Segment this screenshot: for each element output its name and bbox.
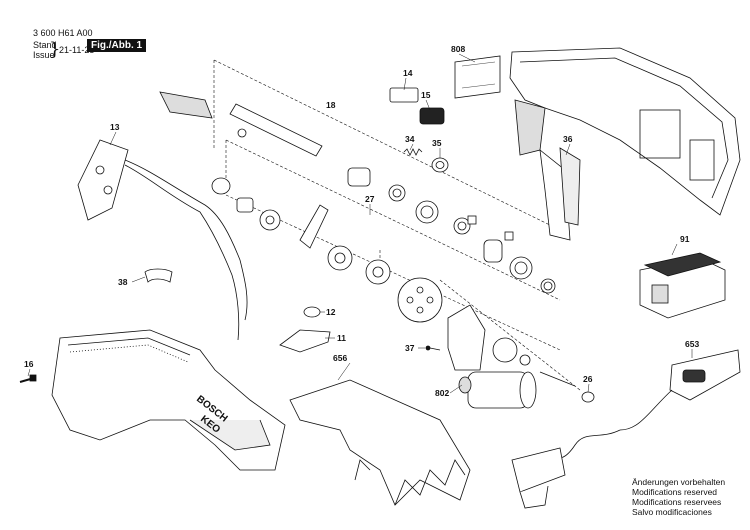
part-label: 26 xyxy=(583,374,593,384)
part-91-battery xyxy=(639,252,726,319)
part-656-guide-shoe xyxy=(289,379,471,506)
part-label: 11 xyxy=(337,333,346,343)
gear-train-upper xyxy=(347,167,556,294)
part-11-bracket xyxy=(279,329,331,353)
part-15-button xyxy=(419,107,445,125)
part-label: 18 xyxy=(326,100,336,110)
part-label: 14 xyxy=(403,68,413,78)
part-label: 36 xyxy=(563,134,573,144)
part-label: 35 xyxy=(432,138,442,148)
part-label: 12 xyxy=(326,307,336,317)
issue-label: Issue xyxy=(33,50,55,60)
gearbox-plate xyxy=(447,304,531,371)
part-label: 656 xyxy=(333,353,347,363)
part-808-label-plate xyxy=(454,55,501,99)
part-label: 34 xyxy=(405,134,415,144)
part-label: 802 xyxy=(435,388,449,398)
part-label: 808 xyxy=(451,44,465,54)
part-38-clip xyxy=(144,268,173,283)
part-37-screw xyxy=(425,345,441,351)
power-adapter xyxy=(511,447,566,509)
part-label: 27 xyxy=(365,194,375,204)
brace-symbol: } xyxy=(49,39,61,60)
part-802-motor xyxy=(458,371,537,409)
main-handle-housing xyxy=(51,329,286,471)
part-12-pin xyxy=(303,306,321,318)
gear-train-middle xyxy=(211,177,443,323)
part-35-bushing xyxy=(431,157,449,173)
part-36-blade-clamp xyxy=(539,147,581,241)
notice-line: Änderungen vorbehalten xyxy=(632,477,726,487)
leader-lines xyxy=(27,53,693,394)
part-label: 37 xyxy=(405,343,415,353)
part-label: 38 xyxy=(118,277,128,287)
part-653-charger-dock xyxy=(544,349,741,459)
housing-half-right xyxy=(509,47,741,216)
issue-date: 21-11-25 xyxy=(59,45,95,55)
part-label: 13 xyxy=(110,122,120,132)
part-label: 15 xyxy=(421,90,431,100)
stand-label: Stand xyxy=(33,40,57,50)
part-14-switch xyxy=(389,87,419,103)
figure-label: Fig./Abb. 1 xyxy=(87,39,147,52)
part-34-spring xyxy=(403,148,423,156)
part-18-shaft xyxy=(159,91,323,157)
notice-line: Modifications reservees xyxy=(632,497,722,507)
part-13-circuit-board xyxy=(77,139,248,341)
doc-number: 3 600 H61 A00 xyxy=(33,28,93,38)
notice-line: Salvo modificaciones xyxy=(632,507,712,517)
assembly-guide-lines xyxy=(213,59,581,391)
notice-line: Modifications reserved xyxy=(632,487,718,497)
part-16-screw xyxy=(19,374,37,383)
part-number-labels: 808 14 15 18 13 34 35 36 27 91 38 12 11 … xyxy=(24,44,699,398)
part-label: 16 xyxy=(24,359,34,369)
part-label: 91 xyxy=(680,234,690,244)
part-label: 653 xyxy=(685,339,699,349)
